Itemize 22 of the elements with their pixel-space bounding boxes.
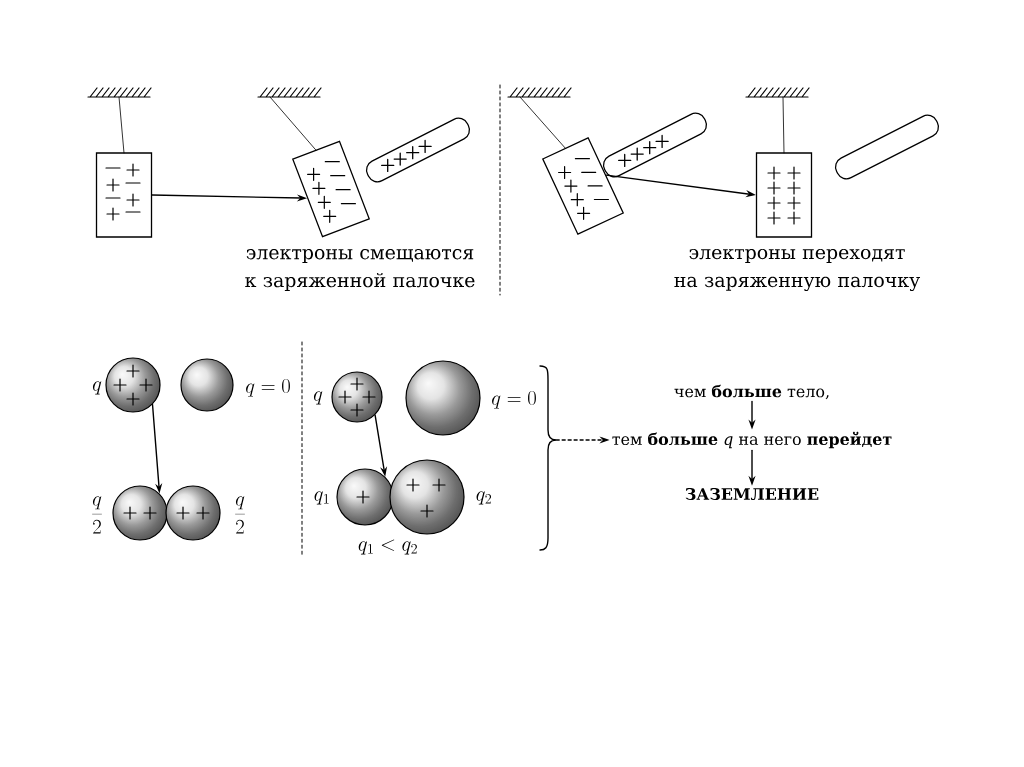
- sphere: [165, 485, 221, 541]
- formula-label: $\frac{q}{2}$: [92, 496, 102, 534]
- sphere: [389, 459, 465, 535]
- sphere: [112, 485, 168, 541]
- text-label: чем больше тело,: [674, 384, 829, 400]
- formula-label: $q_1 < q_2$: [358, 539, 417, 555]
- text-label: тем больше q на него перейдет: [612, 431, 892, 449]
- formula-label: $\frac{q}{2}$: [235, 496, 245, 534]
- curly-bracket: [539, 365, 557, 551]
- charged-plate: [95, 152, 153, 238]
- sphere: [180, 358, 234, 412]
- sphere: [105, 357, 161, 413]
- sphere: [331, 371, 383, 423]
- text-label: ЗАЗЕМЛЕНИЕ: [685, 487, 819, 500]
- formula-label: $q_2$: [476, 491, 492, 505]
- sphere: [405, 360, 481, 436]
- formula-label: $q$: [313, 391, 323, 405]
- charged-plate: [755, 152, 813, 238]
- caption: электроны переходят на заряженную палочку: [674, 248, 920, 292]
- formula-label: $q = 0$: [246, 379, 290, 397]
- formula-label: $q = 0$: [492, 391, 536, 409]
- sphere: [336, 468, 394, 526]
